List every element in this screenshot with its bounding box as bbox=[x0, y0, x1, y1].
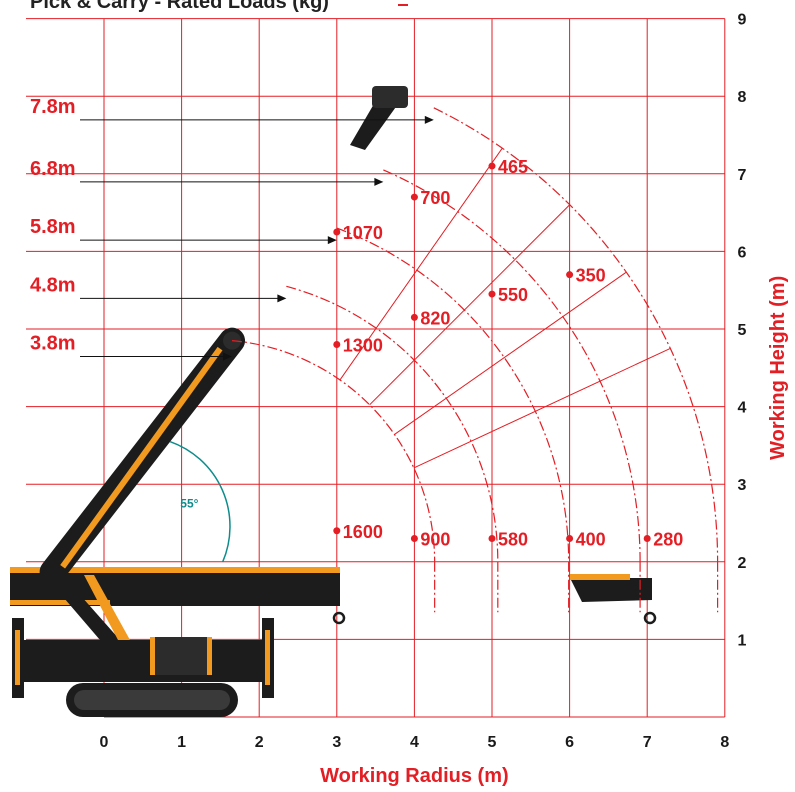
y-tick-label: 4 bbox=[738, 400, 747, 417]
load-points: 1600 900 580 400 280 1300 820 550 350 1070 700 465 bbox=[333, 157, 683, 550]
leader-arrow bbox=[223, 352, 233, 361]
load-label: 580 bbox=[498, 530, 528, 550]
x-tick-label: 4 bbox=[410, 734, 419, 751]
load-point bbox=[643, 535, 651, 543]
crane-track-inner bbox=[74, 690, 230, 710]
crane-parked-jib-trim bbox=[570, 574, 630, 580]
boom-arc bbox=[286, 285, 499, 562]
boom-angle-line bbox=[413, 347, 671, 469]
boom-angle-line bbox=[394, 271, 627, 435]
load-label: 1600 bbox=[343, 522, 383, 542]
y-tick-label: 8 bbox=[738, 89, 747, 106]
x-axis-label: Working Radius (m) bbox=[320, 765, 509, 787]
load-point bbox=[410, 313, 418, 321]
crane-body bbox=[20, 640, 270, 682]
x-tick-label: 0 bbox=[100, 734, 109, 751]
x-tick-label: 6 bbox=[565, 734, 574, 751]
leader-arrow bbox=[424, 115, 434, 124]
load-label: 820 bbox=[420, 308, 450, 328]
y-axis-label: Working Height (m) bbox=[767, 276, 789, 460]
load-label: 550 bbox=[498, 285, 528, 305]
x-tick-label: 8 bbox=[720, 734, 729, 751]
boom-length-label: 5.8m bbox=[30, 216, 76, 238]
crane-support-arm bbox=[40, 570, 120, 640]
boom-length-label: 4.8m bbox=[30, 274, 76, 296]
chart-title: Pick & Carry - Rated Loads (kg) bbox=[30, 0, 329, 13]
crane-raised-jib-head bbox=[372, 86, 408, 108]
crane-raised-jib bbox=[350, 97, 398, 150]
x-tick-label: 2 bbox=[255, 734, 264, 751]
x-tick-label: 3 bbox=[332, 734, 341, 751]
y-tick-label: 5 bbox=[738, 322, 747, 339]
load-point bbox=[488, 535, 496, 543]
load-label: 700 bbox=[420, 188, 450, 208]
load-point bbox=[566, 271, 574, 279]
angle-arc bbox=[169, 440, 231, 563]
title-accent-mark bbox=[398, 4, 408, 6]
load-point bbox=[566, 535, 574, 543]
load-label: 280 bbox=[653, 530, 683, 550]
load-point bbox=[333, 228, 341, 236]
boom-angle-line bbox=[369, 204, 571, 406]
boom-length-label: 3.8m bbox=[30, 333, 76, 355]
boom-trim bbox=[60, 346, 223, 569]
crane-illustration bbox=[10, 86, 657, 717]
load-label: 1070 bbox=[343, 223, 383, 243]
load-point bbox=[410, 535, 418, 543]
y-tick-label: 9 bbox=[738, 12, 747, 29]
load-point bbox=[488, 290, 496, 298]
boom-length-label: 6.8m bbox=[30, 158, 76, 180]
y-tick-label: 1 bbox=[738, 632, 747, 649]
crane-parked-jib bbox=[570, 578, 652, 602]
load-label: 1300 bbox=[343, 336, 383, 356]
leader-arrow bbox=[374, 177, 384, 186]
boom-angle-line bbox=[339, 147, 503, 381]
boom-arc bbox=[231, 340, 436, 562]
load-label: 400 bbox=[576, 530, 606, 550]
load-label: 900 bbox=[420, 530, 450, 550]
boom-arcs bbox=[231, 107, 719, 613]
boom-length-leaders: 3.8m 4.8m 5.8m 6.8m 7.8m bbox=[30, 96, 434, 361]
boom-arc bbox=[336, 227, 570, 562]
y-tick-label: 3 bbox=[738, 477, 747, 494]
crane-support-arm-trim bbox=[84, 575, 130, 640]
crane-engine-trim bbox=[207, 637, 212, 675]
leader-arrow bbox=[327, 236, 337, 245]
hook-icon bbox=[643, 611, 657, 625]
boom-angle-label: 55° bbox=[180, 496, 198, 510]
load-point bbox=[333, 341, 341, 349]
crane-horizontal-boom-trim bbox=[10, 567, 340, 573]
x-tick-label: 5 bbox=[488, 734, 497, 751]
inclined-boom: 55° bbox=[39, 327, 246, 585]
boom-arc bbox=[383, 169, 641, 562]
hook-icon bbox=[332, 611, 346, 625]
y-tick-label: 6 bbox=[738, 244, 747, 261]
boom-length-label: 7.8m bbox=[30, 96, 76, 118]
leader-arrow bbox=[277, 294, 287, 303]
y-tick-label: 2 bbox=[738, 555, 747, 572]
x-tick-label: 1 bbox=[177, 734, 186, 751]
load-label: 350 bbox=[576, 266, 606, 286]
load-point bbox=[333, 527, 341, 535]
load-point bbox=[410, 193, 418, 201]
crane-outrigger-leg-trim bbox=[15, 630, 20, 685]
crane-horizontal-boom-trim bbox=[10, 600, 110, 605]
load-label: 465 bbox=[498, 157, 528, 177]
y-tick-label: 7 bbox=[738, 167, 747, 184]
boom-arc bbox=[433, 107, 719, 562]
x-tick-label: 7 bbox=[643, 734, 652, 751]
load-point bbox=[488, 162, 496, 170]
crane-engine-trim bbox=[150, 637, 155, 675]
crane-engine-cover bbox=[150, 637, 212, 675]
crane-outrigger-leg-trim bbox=[265, 630, 270, 685]
